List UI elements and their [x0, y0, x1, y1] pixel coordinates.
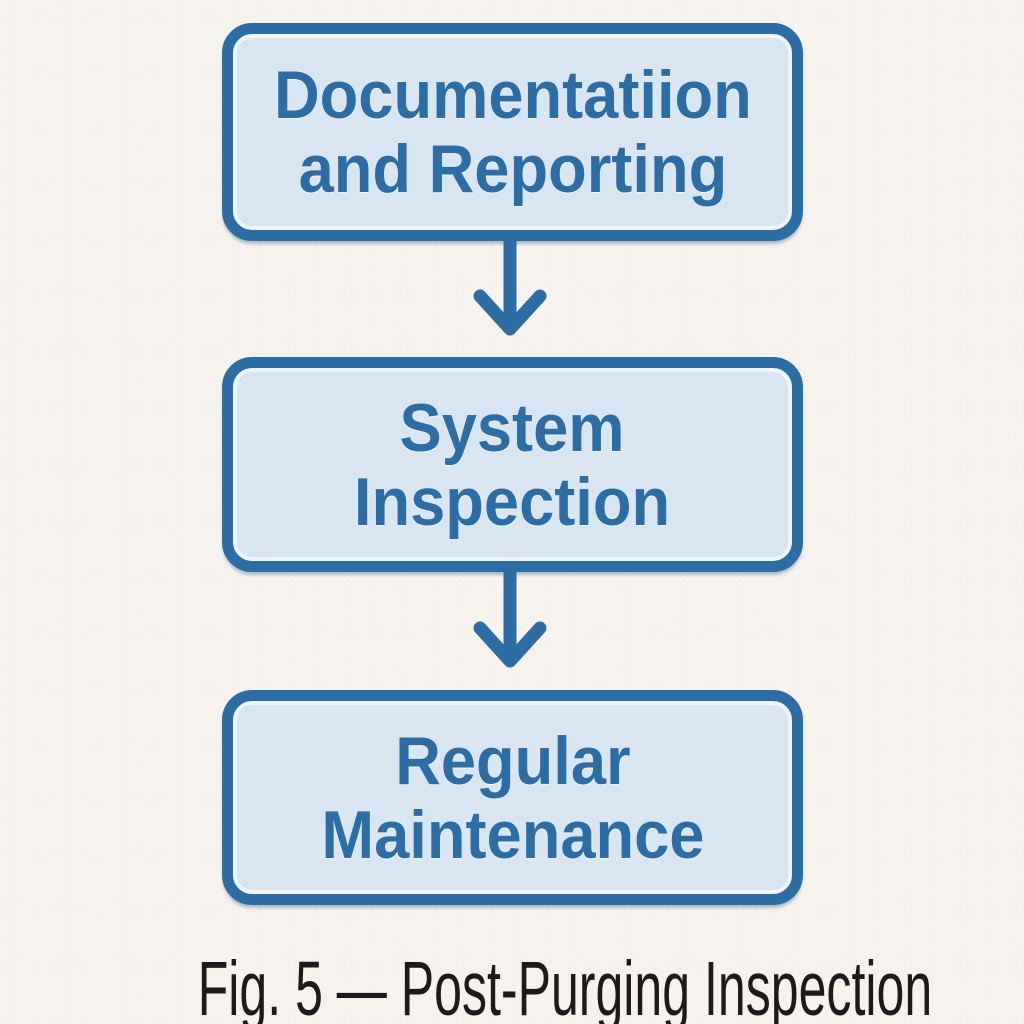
node-label-line: and Reporting	[298, 131, 727, 207]
node-label-line: Maintenance	[320, 796, 705, 873]
flow-node-documentation-and-reporting: Documentatiion and Reporting	[222, 23, 803, 241]
node-label: Regular Maintenance	[321, 724, 704, 872]
figure-caption: Fig. 5 — Post-Purging Inspection	[0, 951, 1024, 1024]
figure-caption-text: Fig. 5 — Post-Purging Inspection	[197, 946, 933, 1024]
node-label-line: Documentatiion	[273, 57, 752, 133]
node-label-line: System	[399, 389, 625, 466]
node-label-line: Regular	[394, 722, 631, 799]
node-label-line: Inspection	[354, 463, 671, 540]
flow-node-system-inspection: System Inspection	[222, 357, 803, 572]
node-label: Documentatiion and Reporting	[274, 58, 752, 206]
node-label: System Inspection	[354, 391, 670, 539]
flow-node-regular-maintenance: Regular Maintenance	[222, 690, 803, 905]
arrow-down-icon	[473, 238, 547, 336]
arrow-down-icon	[473, 570, 547, 668]
